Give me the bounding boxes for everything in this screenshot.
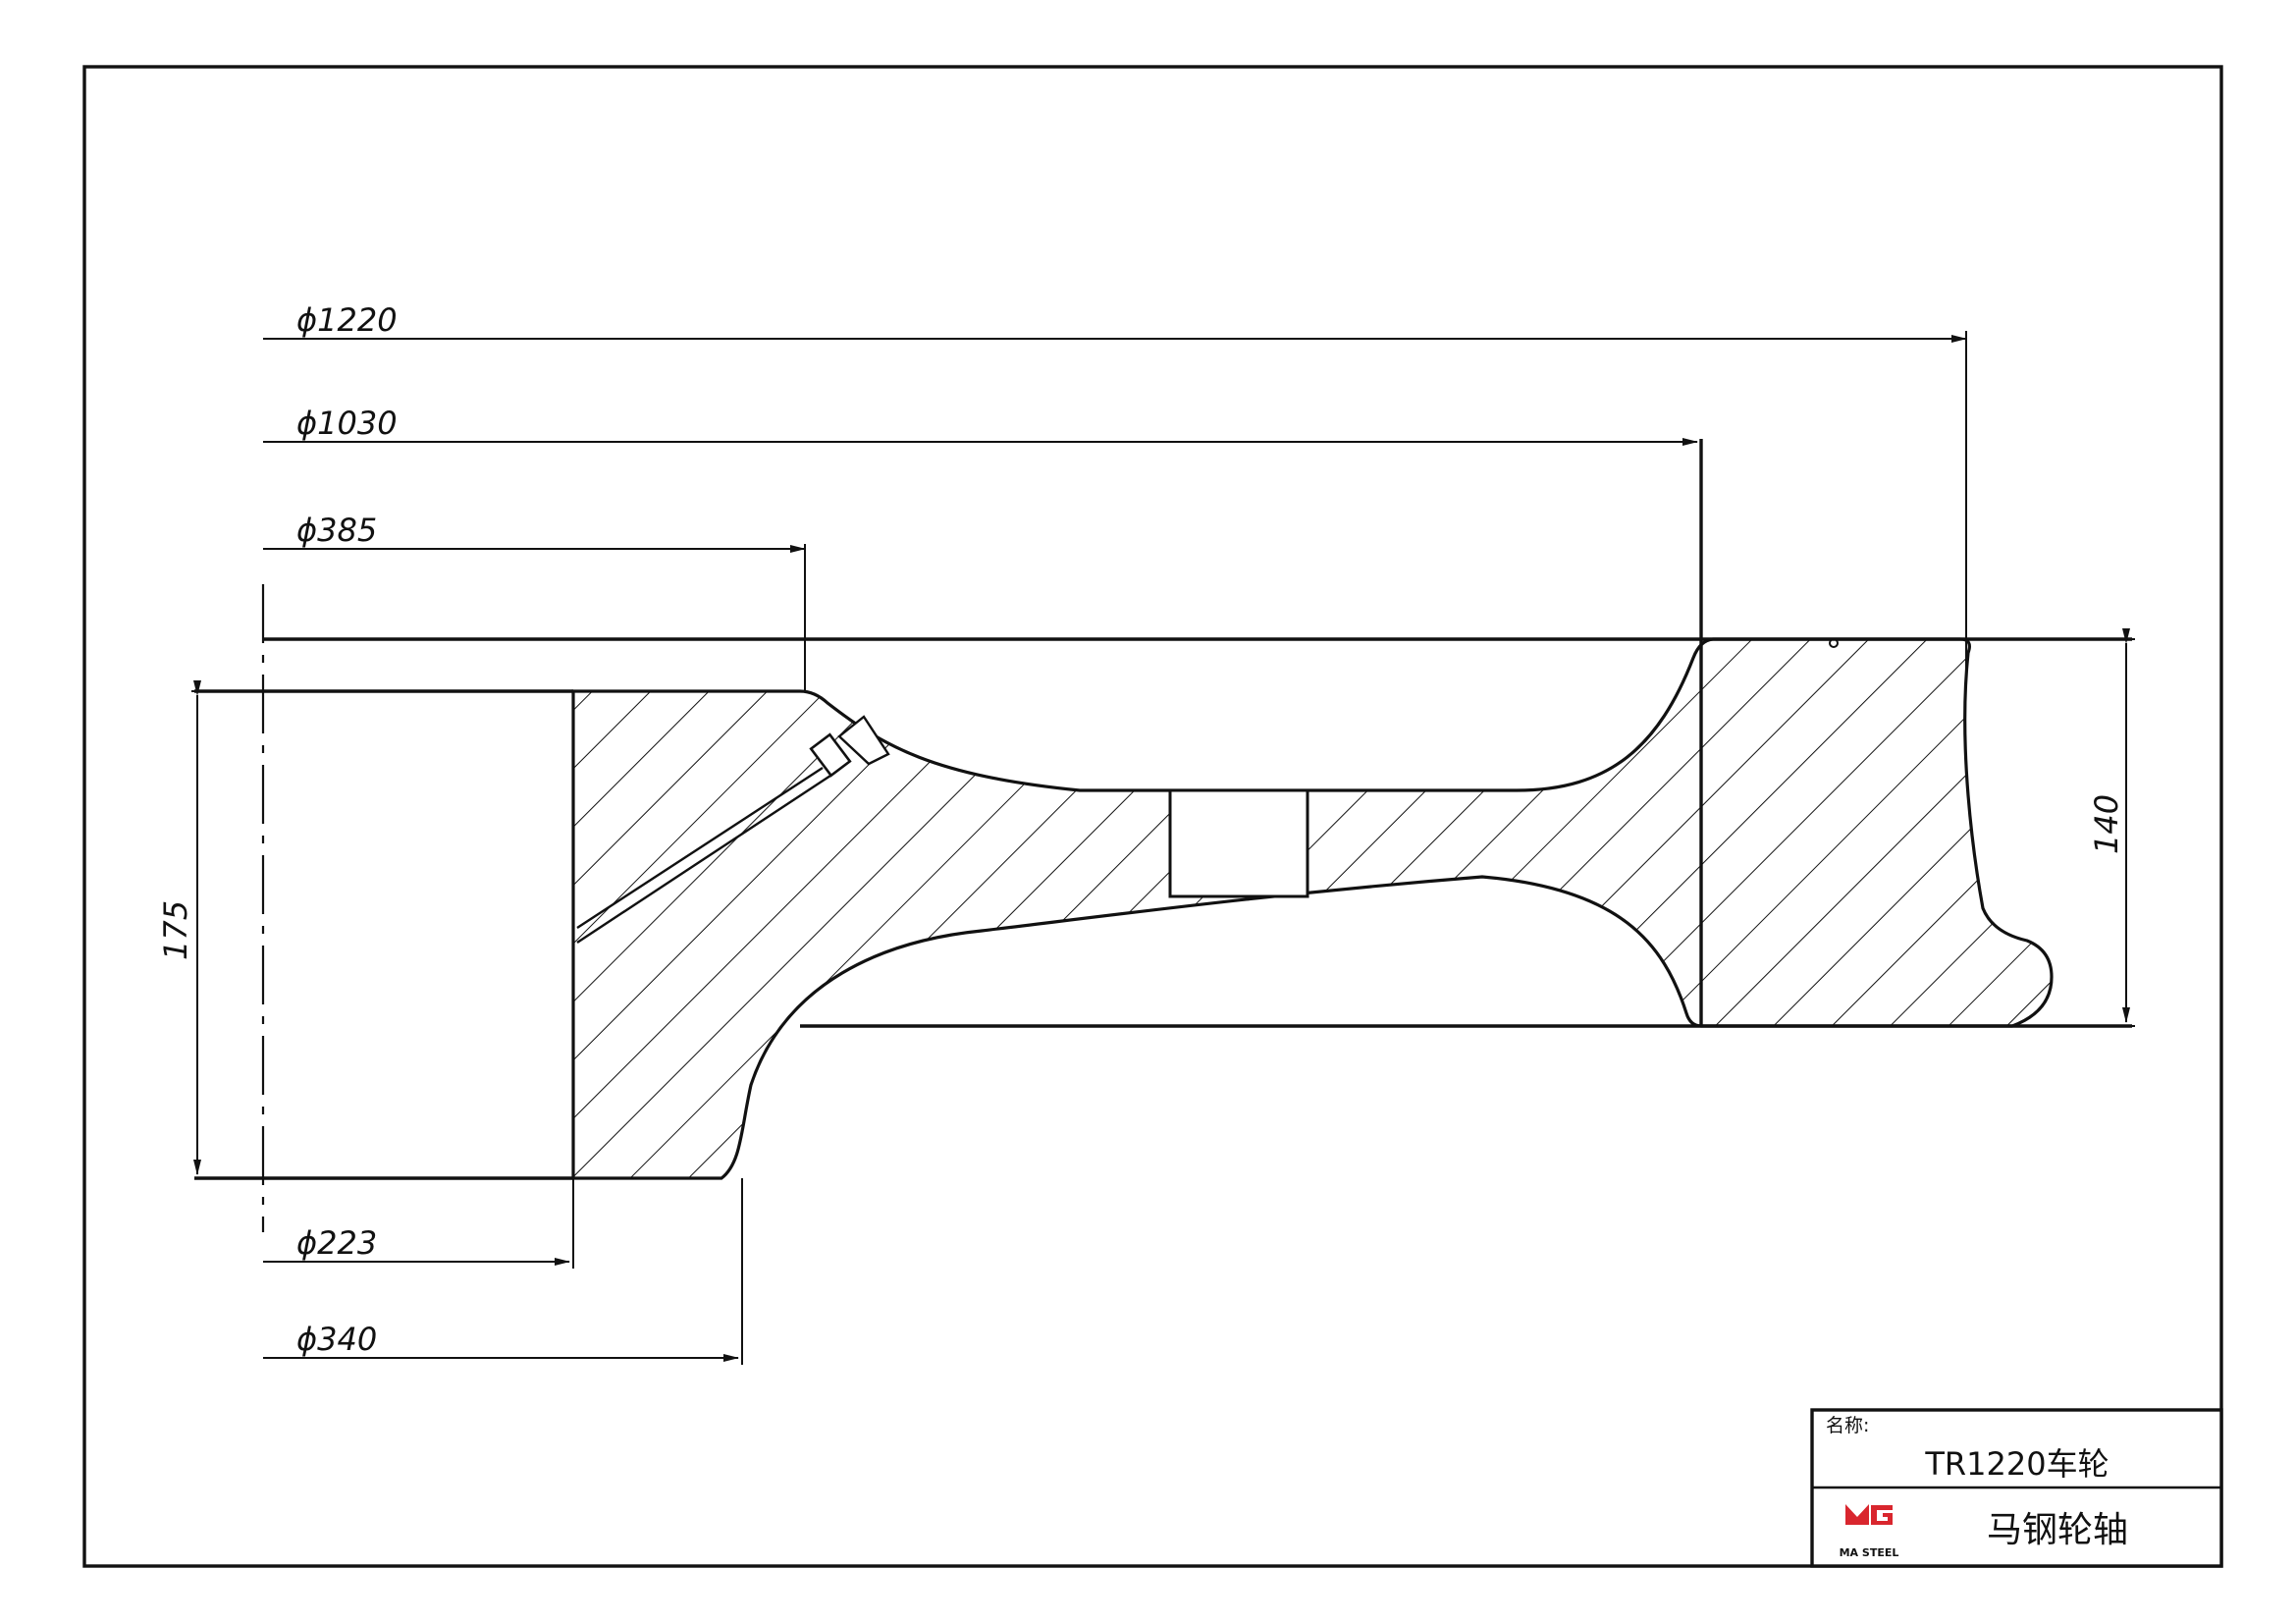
dim-label-175: 175 [157,900,194,960]
dim-label-1030: ϕ1030 [296,405,398,442]
dim-label-385: ϕ385 [296,512,377,549]
logo-text: MA STEEL [1840,1546,1899,1559]
dim-label-340: ϕ340 [296,1321,377,1358]
web-hole [1168,788,1309,898]
dim-label-140: 140 [2088,794,2125,854]
masteel-logo: MA STEEL [1840,1504,1899,1559]
dim-label-1220: ϕ1220 [296,301,398,339]
title-block: 名称: TR1220车轮 MA STEEL 马钢轮轴 [1810,1408,2223,1568]
oil-injection-fitting [576,715,890,945]
dim-label-223: ϕ223 [296,1224,377,1262]
wheel-section [571,637,2054,1180]
drawing-frame [82,65,2223,1568]
name-label: 名称: [1826,1415,1869,1436]
company-name: 马钢轮轴 [1987,1510,2128,1550]
product-name: TR1220车轮 [1924,1445,2109,1483]
